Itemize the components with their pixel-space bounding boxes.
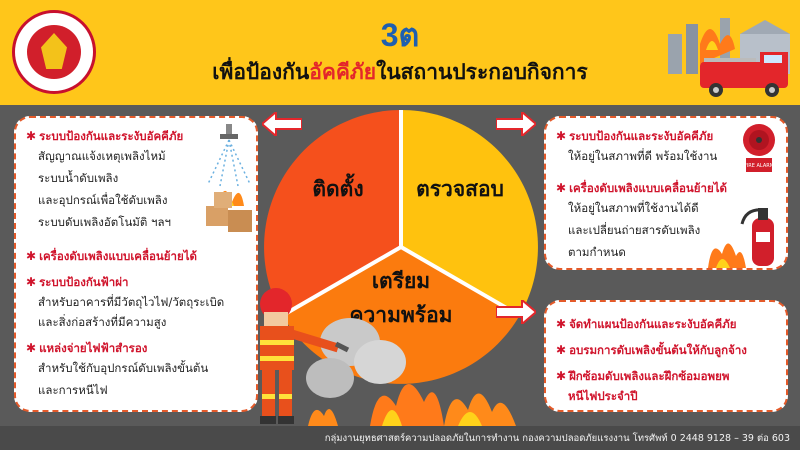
department-logo: [12, 10, 96, 94]
header-banner: [0, 0, 800, 105]
firefighter-fire-illustration: [260, 288, 516, 426]
install-item1-line: ระบบน้ำดับเพลิง: [38, 171, 119, 185]
install-item1-line: และอุปกรณ์เพื่อใช้ดับเพลิง: [38, 193, 168, 207]
asterisk-icon: ✱: [556, 343, 567, 357]
inspect-item2-line: และเปลี่ยนถ่ายสารดับเพลิง: [568, 223, 701, 237]
fire-alarm-bell-icon: FIRE ALARM: [743, 124, 775, 172]
install-item-portable-extinguisher: ✱เครื่องดับเพลิงแบบเคลื่อนย้ายได้: [26, 248, 197, 264]
inspect-item2-heading: เครื่องดับเพลิงแบบเคลื่อนย้ายได้: [569, 181, 727, 195]
asterisk-icon: ✱: [26, 341, 37, 355]
asterisk-icon: ✱: [556, 129, 567, 143]
inspect-item-portable-extinguisher: ✱เครื่องดับเพลิงแบบเคลื่อนย้ายได้: [556, 180, 727, 196]
install-item2-heading: เครื่องดับเพลิงแบบเคลื่อนย้ายได้: [39, 249, 197, 263]
page-subtitle: เพื่อป้องกันอัคคีภัยในสถานประกอบกิจการ: [0, 56, 800, 89]
fire-extinguisher-icon: [708, 208, 774, 268]
asterisk-icon: ✱: [26, 129, 37, 143]
prepare-item3-line1: ฝึกซ้อมดับเพลิงและฝึกซ้อมอพยพ: [569, 369, 730, 383]
arrow-left-icon: [262, 112, 302, 136]
subtitle-suffix: ในสถานประกอบกิจการ: [376, 60, 588, 84]
pie-segment-inspect: [401, 110, 538, 316]
footer-contact: กลุ่มงานยุทธศาสตร์ความปลอดภัยในการทำงาน …: [324, 433, 790, 444]
inspect-panel: ✱ระบบป้องกันและระงับอัคคีภัย ให้อยู่ในสภ…: [544, 116, 788, 270]
footer-bar: กลุ่มงานยุทธศาสตร์ความปลอดภัยในการทำงาน …: [0, 426, 800, 450]
prepare-item1-text: จัดทำแผนป้องกันและระงับอัคคีภัย: [569, 317, 737, 331]
page-title: 3ต: [380, 17, 420, 53]
install-item1-heading: ระบบป้องกันและระงับอัคคีภัย: [39, 129, 184, 143]
subtitle-highlight: อัคคีภัย: [309, 60, 377, 84]
asterisk-icon: ✱: [556, 369, 567, 383]
install-item4-line: และการหนีไฟ: [38, 383, 108, 397]
install-item3-heading: ระบบป้องกันฟ้าผ่า: [39, 275, 129, 289]
prepare-panel: ✱จัดทำแผนป้องกันและระงับอัคคีภัย ✱อบรมกา…: [544, 300, 788, 412]
prepare-item-drill-line2: หนีไฟประจำปี: [568, 388, 638, 404]
burning-boxes-icon: [206, 190, 252, 232]
prepare-item-training: ✱อบรมการดับเพลิงขั้นต้นให้กับลูกจ้าง: [556, 342, 747, 358]
fire-alarm-label: FIRE ALARM: [744, 163, 774, 169]
prepare-item-plan: ✱จัดทำแผนป้องกันและระงับอัคคีภัย: [556, 316, 736, 332]
prepare-item3-line2: หนีไฟประจำปี: [568, 389, 638, 403]
install-item3-line: และสิ่งก่อสร้างที่มีความสูง: [38, 315, 167, 329]
pie-label-install: ติดตั้ง: [312, 173, 363, 201]
inspect-item1-line: ให้อยู่ในสภาพที่ดี พร้อมใช้งาน: [568, 149, 718, 163]
install-item4-heading: แหล่งจ่ายไฟฟ้าสำรอง: [39, 341, 148, 355]
sprinkler-icon: [207, 124, 251, 187]
prepare-item-drill: ✱ฝึกซ้อมดับเพลิงและฝึกซ้อมอพยพ: [556, 368, 729, 384]
install-item1-line: สัญญาณแจ้งเหตุเพลิงไหม้: [38, 149, 166, 163]
inspect-item-fire-protection: ✱ระบบป้องกันและระงับอัคคีภัย: [556, 128, 713, 144]
asterisk-icon: ✱: [26, 275, 37, 289]
inspect-item2-line: ให้อยู่ในสภาพที่ใช้งานได้ดี: [568, 201, 699, 215]
install-panel: ✱ระบบป้องกันและระงับอัคคีภัย สัญญาณแจ้งเ…: [14, 116, 258, 412]
asterisk-icon: ✱: [556, 317, 567, 331]
asterisk-icon: ✱: [556, 181, 567, 195]
install-item4-line: สำหรับใช้กับอุปกรณ์ดับเพลิงขั้นต้น: [38, 361, 209, 375]
pie-segment-install: [264, 110, 401, 316]
three-t-pie-diagram: ติดตั้ง ตรวจสอบ เตรียม ความพร้อม: [264, 110, 538, 384]
logo-emblem: [27, 25, 81, 79]
arrow-right-bottom-icon: [496, 300, 536, 324]
subtitle-prefix: เพื่อป้องกัน: [212, 60, 310, 84]
asterisk-icon: ✱: [26, 249, 37, 263]
install-item3-line: สำหรับอาคารที่มีวัตถุไวไฟ/วัตถุระเบิด: [38, 295, 225, 309]
pie-label-inspect: ตรวจสอบ: [416, 177, 504, 201]
install-item1-line: ระบบดับเพลิงอัตโนมัติ ฯลฯ: [38, 215, 171, 229]
inspect-item2-line: ตามกำหนด: [568, 245, 626, 259]
install-item-lightning-protection: ✱ระบบป้องกันฟ้าผ่า: [26, 274, 128, 290]
prepare-item2-text: อบรมการดับเพลิงขั้นต้นให้กับลูกจ้าง: [569, 343, 747, 357]
inspect-item1-heading: ระบบป้องกันและระงับอัคคีภัย: [569, 129, 714, 143]
factory-firetruck-illustration: [668, 18, 790, 97]
arrow-right-top-icon: [496, 112, 536, 136]
pie-label-prepare-line1: เตรียม: [372, 269, 430, 293]
install-item-fire-protection: ✱ระบบป้องกันและระงับอัคคีภัย: [26, 128, 183, 144]
install-item-backup-power: ✱แหล่งจ่ายไฟฟ้าสำรอง: [26, 340, 147, 356]
